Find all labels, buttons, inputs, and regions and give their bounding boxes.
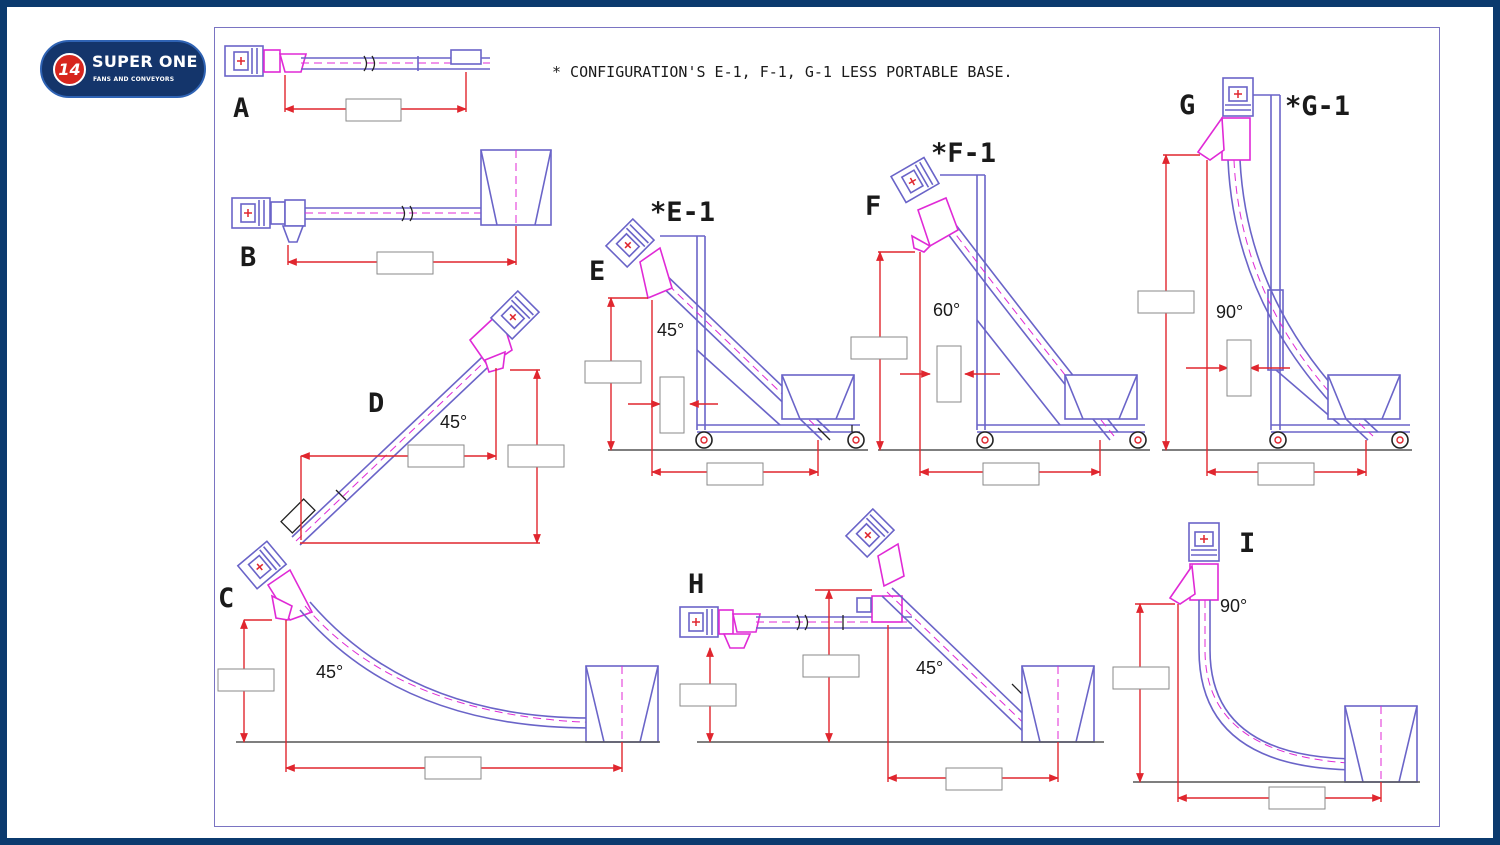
config-h-height-2-box bbox=[802, 654, 860, 678]
config-f-length-box bbox=[982, 462, 1040, 486]
config-c-angle: 45° bbox=[316, 662, 343, 682]
config-f-angle: 60° bbox=[933, 300, 960, 320]
config-b-motor bbox=[231, 197, 271, 229]
config-c-hopper bbox=[585, 665, 659, 743]
config-f-label: F bbox=[865, 191, 881, 222]
config-b: B bbox=[231, 149, 552, 275]
config-g-gearbox bbox=[1221, 117, 1251, 161]
config-a-discharge bbox=[450, 49, 482, 65]
config-h-hopper bbox=[1021, 665, 1095, 743]
configuration-note: * CONFIGURATION'S E-1, F-1, G-1 LESS POR… bbox=[552, 63, 1013, 81]
config-a-label: A bbox=[233, 93, 249, 124]
config-d-angle: 45° bbox=[440, 412, 467, 432]
config-h-height-box bbox=[679, 683, 737, 707]
config-g-hopper bbox=[1327, 374, 1401, 420]
config-e-height-box bbox=[584, 360, 642, 384]
config-e-label: E bbox=[589, 256, 605, 287]
config-d: D 45° bbox=[280, 290, 565, 546]
config-g1-label: *G-1 bbox=[1285, 91, 1350, 122]
config-e: E *E-1 45° bbox=[584, 197, 868, 486]
config-h-angle: 45° bbox=[916, 658, 943, 678]
config-g-width-box bbox=[1226, 339, 1252, 397]
config-f: F *F-1 60° bbox=[850, 138, 1150, 486]
config-d-label: D bbox=[368, 388, 384, 419]
config-f-hopper bbox=[1064, 374, 1138, 420]
config-e-portable-base bbox=[660, 235, 865, 449]
config-g-height-box bbox=[1137, 290, 1195, 314]
config-e-inlet bbox=[639, 246, 673, 300]
brand-tagline: FANS AND CONVEYORS bbox=[93, 76, 175, 83]
config-a-gearbox bbox=[263, 49, 281, 73]
brand-name: SUPER ONE bbox=[92, 52, 198, 71]
config-i-height-box bbox=[1112, 666, 1170, 690]
config-a-motor bbox=[224, 45, 264, 77]
config-f-width-box bbox=[936, 345, 962, 403]
config-c-length-box bbox=[424, 756, 482, 780]
config-f-inlet bbox=[917, 196, 959, 248]
config-i-hopper bbox=[1344, 705, 1418, 783]
config-d-height-box bbox=[507, 444, 565, 468]
config-h-motor bbox=[679, 606, 719, 638]
config-c: C 45° bbox=[217, 540, 660, 780]
config-e-width-box bbox=[659, 376, 685, 434]
config-f-portable-base bbox=[940, 174, 1147, 449]
config-a: A bbox=[224, 45, 490, 124]
config-i-label: I bbox=[1239, 528, 1255, 559]
config-b-length-box bbox=[376, 251, 434, 275]
drawing-sheet-border bbox=[214, 27, 1440, 827]
config-e-length-box bbox=[706, 462, 764, 486]
config-g-motor bbox=[1222, 77, 1254, 117]
config-e-angle: 45° bbox=[657, 320, 684, 340]
config-e1-label: *E-1 bbox=[650, 197, 715, 228]
config-i: I 90° bbox=[1112, 522, 1420, 810]
config-c-label: C bbox=[218, 583, 234, 614]
config-g-angle: 90° bbox=[1216, 302, 1243, 322]
config-g-label: G bbox=[1179, 90, 1195, 121]
config-d-length-box bbox=[407, 444, 465, 468]
config-i-length-box bbox=[1268, 786, 1326, 810]
config-g: G *G-1 90° bbox=[1137, 77, 1412, 486]
config-i-angle: 90° bbox=[1220, 596, 1247, 616]
config-a-length-box bbox=[345, 98, 402, 122]
config-h: H 45° bbox=[679, 508, 1104, 791]
config-b-gearbox bbox=[284, 199, 306, 227]
config-g-length-box bbox=[1257, 462, 1315, 486]
config-c-height-box bbox=[217, 668, 275, 692]
config-a-inlet bbox=[278, 53, 308, 73]
config-b-hopper bbox=[480, 149, 552, 226]
config-f-height-box bbox=[850, 336, 908, 360]
config-g-inlet bbox=[1196, 115, 1225, 161]
config-b-label: B bbox=[240, 242, 256, 273]
config-h-label: H bbox=[688, 569, 704, 600]
logo-badge-icon: 14 bbox=[53, 53, 86, 86]
config-h-gearbox bbox=[732, 613, 761, 633]
config-i-inlet bbox=[1168, 563, 1196, 605]
config-f1-label: *F-1 bbox=[931, 138, 996, 169]
config-h-inlet bbox=[722, 633, 752, 649]
config-i-motor bbox=[1188, 522, 1220, 562]
brand-logo[interactable]: 14 SUPER ONE FANS AND CONVEYORS bbox=[40, 40, 206, 98]
config-h-length-box bbox=[945, 767, 1003, 791]
config-e-hopper bbox=[781, 374, 855, 420]
